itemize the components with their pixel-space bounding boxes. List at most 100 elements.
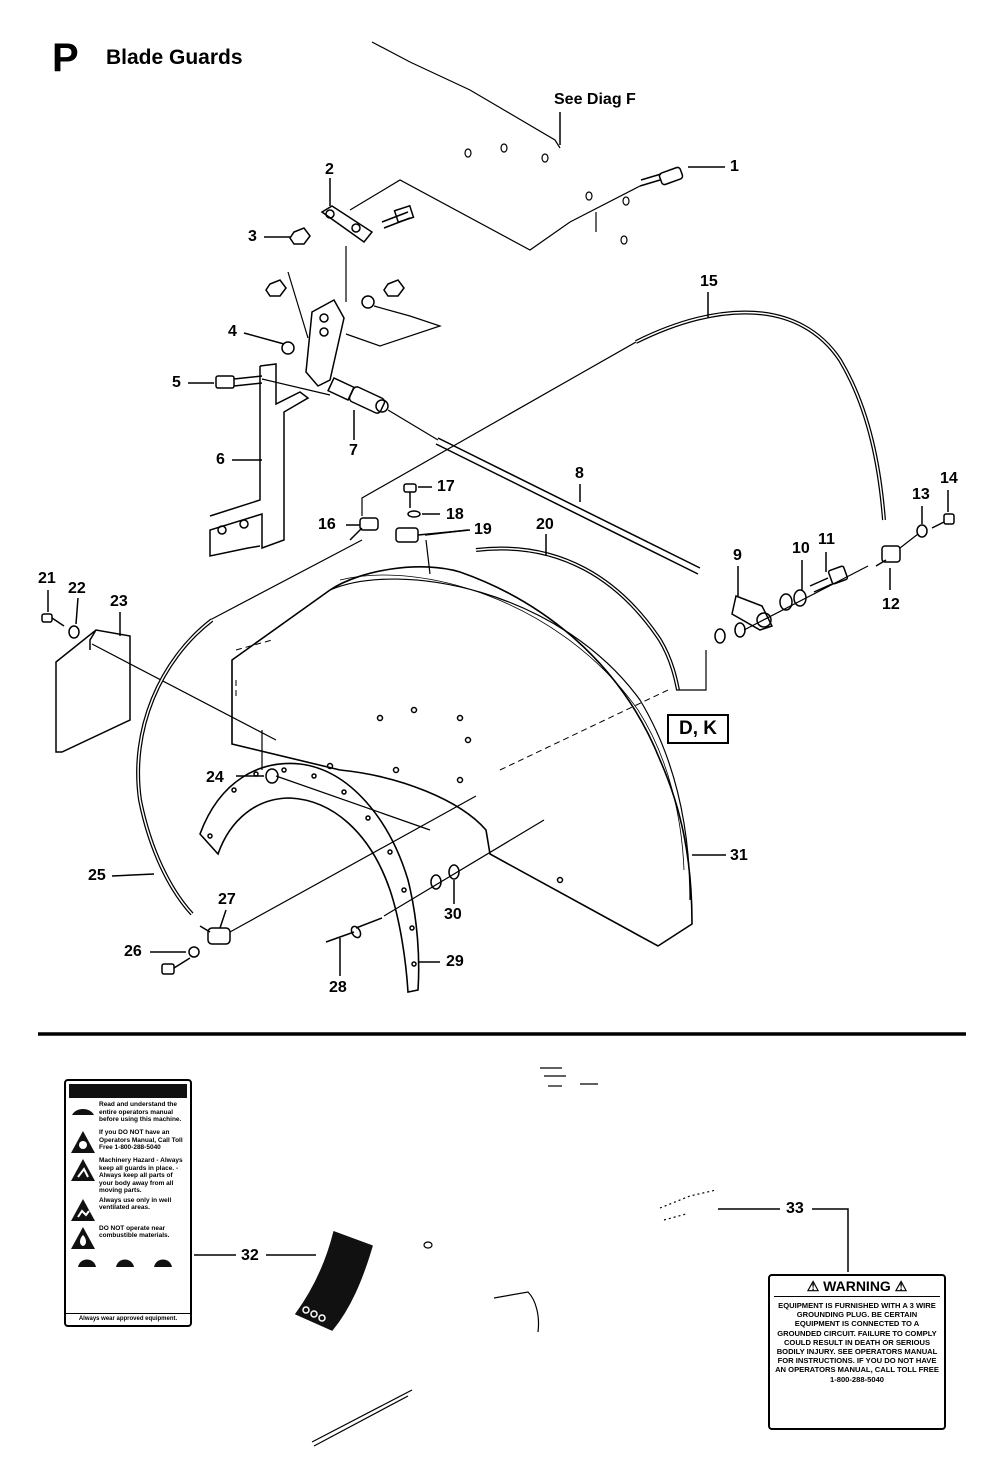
decal-row: DO NOT operate near combustible material… [70, 1225, 186, 1251]
manual-icon [72, 1109, 94, 1115]
nut-lower [265, 279, 287, 297]
nut-part-13 [916, 524, 928, 538]
warning-triangle-icon: ⚠ [806, 1278, 820, 1294]
rod-part-8 [387, 409, 701, 575]
cable-part-15 [635, 310, 886, 521]
callout-19: 19 [474, 521, 492, 538]
assembly-line-bolt [349, 179, 641, 251]
washer-part-22 [68, 625, 80, 639]
leader-22 [75, 597, 79, 625]
bracket-part-2 [320, 204, 415, 244]
cable-part-25 [136, 618, 214, 916]
callout-20: 20 [536, 516, 554, 533]
callout-30: 30 [444, 906, 462, 923]
callout-17: 17 [437, 478, 455, 495]
reference-box: D, K [667, 714, 729, 744]
decal-row: Always use only in well ventilated areas… [70, 1197, 186, 1223]
decal-header-bar [69, 1084, 187, 1098]
decal-row: Machinery Hazard - Always keep all guard… [70, 1157, 186, 1195]
callout-6: 6 [216, 451, 225, 468]
washer-part-10 [779, 593, 793, 611]
frame-fragment [371, 41, 561, 149]
leader-25 [111, 873, 155, 877]
callout-3: 3 [248, 228, 257, 245]
decal-row-text: If you DO NOT have an Operators Manual, … [99, 1129, 183, 1151]
page-title: Blade Guards [106, 46, 243, 69]
callout-11: 11 [818, 531, 835, 548]
safety-decal-32: Read and understand the entire operators… [64, 1079, 192, 1327]
screw-part-26 [161, 957, 191, 975]
callout-14: 14 [940, 470, 958, 487]
washer-part-30b [448, 864, 460, 880]
assembly-line-cable [361, 341, 637, 516]
callout-25: 25 [88, 867, 106, 884]
rivet-part-28 [325, 917, 383, 943]
frame-holes [464, 143, 630, 245]
washer-part-18 [407, 510, 421, 518]
callout-15: 15 [700, 273, 718, 290]
callout-26: 26 [124, 943, 142, 960]
callout-24: 24 [206, 769, 224, 786]
washer-right [361, 295, 375, 309]
warning-triangle-icon [71, 1131, 95, 1153]
callout-5: 5 [172, 374, 181, 391]
fitting-part-16 [349, 517, 379, 541]
fitting-part-27 [199, 925, 231, 945]
leader-27 [219, 909, 227, 929]
decal-row: If you DO NOT have an Operators Manual, … [70, 1129, 186, 1155]
protective-equipment-icons [78, 1259, 172, 1267]
callout-29: 29 [446, 953, 464, 970]
clamp-part-7 [327, 377, 389, 414]
rod-end-part-9 [731, 594, 774, 631]
warning-triangle-icon: ⚠ [894, 1278, 908, 1294]
assembly-line-cable-left [209, 539, 363, 621]
nut-right [383, 279, 405, 297]
callout-22: 22 [68, 580, 86, 597]
decal-row: Read and understand the entire operators… [70, 1101, 186, 1127]
decal-row-text: Always use only in well ventilated areas… [99, 1196, 172, 1212]
assembly-line-rear [676, 565, 869, 691]
callout-8: 8 [575, 465, 584, 482]
callout-16: 16 [318, 516, 336, 533]
decal-row-text: Read and understand the entire operators… [99, 1101, 182, 1123]
callout-13: 13 [912, 486, 930, 503]
leader-4 [243, 332, 285, 345]
screw-part-21 [41, 613, 65, 627]
washer-part-30 [430, 874, 442, 890]
plate-part-23 [55, 629, 131, 753]
screw-part-14 [931, 513, 955, 529]
plate-part-4 [281, 298, 345, 387]
callout-23: 23 [110, 593, 128, 610]
fitting-part-12 [875, 545, 901, 567]
callout-18: 18 [446, 506, 464, 523]
nut-part-3 [289, 227, 311, 245]
callout-32: 32 [241, 1247, 259, 1264]
callout-27: 27 [218, 891, 236, 908]
hand-hazard-icon [71, 1159, 95, 1181]
screw-part-17 [403, 483, 417, 508]
section-letter: P [52, 36, 79, 80]
callout-31: 31 [730, 847, 748, 864]
leader-19 [424, 529, 469, 536]
callout-9: 9 [733, 547, 742, 564]
washer-part-26 [188, 946, 200, 958]
faint-marks [311, 1067, 717, 1447]
washer-part-24 [265, 768, 279, 784]
bolt-part-5 [215, 375, 263, 389]
callout-12: 12 [882, 596, 900, 613]
cable-part-20 [475, 546, 680, 691]
assembly-line-27 [229, 795, 477, 933]
bolt-part-1 [639, 166, 684, 187]
callout-7: 7 [349, 442, 358, 459]
callout-21: 21 [38, 570, 56, 587]
callout-1: 1 [730, 158, 739, 175]
warning-heading: ⚠ WARNING ⚠ [774, 1278, 940, 1297]
callout-28: 28 [329, 979, 347, 996]
guard-flap-part-29 [199, 762, 420, 993]
decal-strip-32 [294, 1231, 373, 1331]
decal-row-text: Machinery Hazard - Always keep all guard… [99, 1157, 183, 1194]
warning-body: EQUIPMENT IS FURNISHED WITH A 3 WIRE GRO… [775, 1301, 939, 1384]
decal-footer: Always wear approved equipment. [66, 1313, 190, 1322]
adjuster-part-19 [395, 527, 471, 543]
